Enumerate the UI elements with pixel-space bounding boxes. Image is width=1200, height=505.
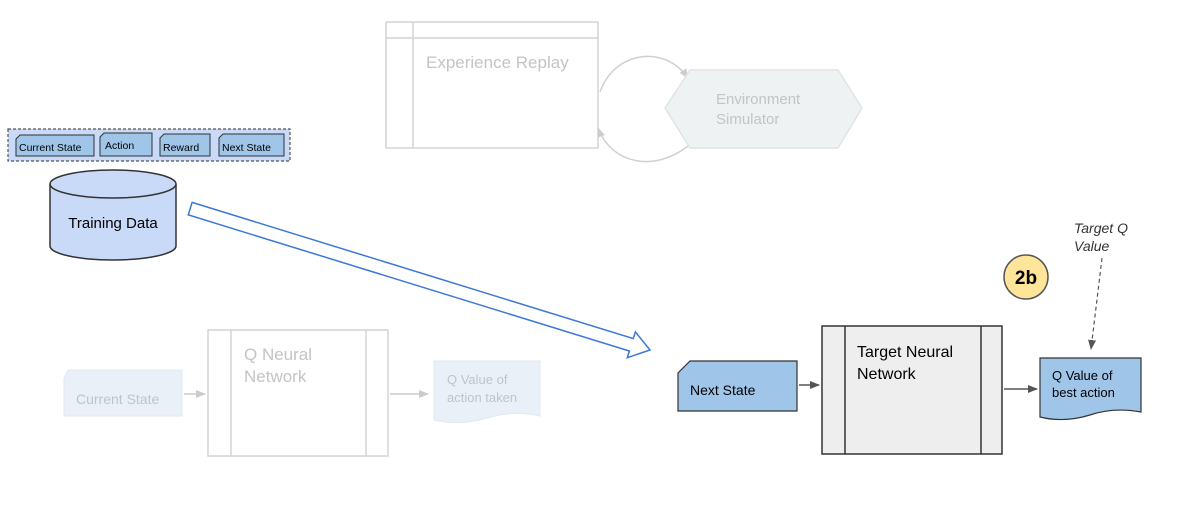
q-value-best-action-line2: best action <box>1052 385 1115 400</box>
annotation-arrow <box>1088 257 1103 350</box>
q-value-best-action-line1: Q Value of <box>1052 368 1113 383</box>
q-value-best-action: Q Value of best action <box>1039 357 1142 421</box>
step-badge: 2b <box>1003 254 1049 300</box>
tuple-field-next-state: Next State <box>218 133 285 157</box>
faded-current-state-label: Current State <box>76 391 159 407</box>
faded-current-state: Current State <box>63 369 183 417</box>
target-neural-network-line1: Target Neural <box>857 344 953 361</box>
environment-simulator-line2: Simulator <box>716 111 779 128</box>
annotation-line2: Value <box>1074 238 1110 254</box>
replay-to-simulator-arrow <box>599 55 689 93</box>
faded-q-value-line2: action taken <box>447 390 517 405</box>
tuple-field-label: Current State <box>19 142 82 154</box>
experience-replay-label: Experience Replay <box>426 53 569 72</box>
tuple-field-reward: Reward <box>159 133 211 157</box>
tuple-field-current-state: Current State <box>15 134 95 157</box>
step-badge-label: 2b <box>1015 268 1037 289</box>
annotation-line1: Target Q <box>1074 220 1128 236</box>
tuple-field-label: Next State <box>222 142 271 154</box>
environment-simulator-line1: Environment <box>716 91 801 108</box>
q-neural-network: Q Neural Network <box>207 329 389 457</box>
training-data-cylinder: Training Data <box>49 169 177 261</box>
q-neural-network-line2: Network <box>244 367 307 386</box>
training-tuple: Current State Action Reward Next State <box>7 128 291 162</box>
tuple-field-action: Action <box>99 132 153 157</box>
training-data-label: Training Data <box>68 215 158 232</box>
data-flow-arrow <box>187 201 652 359</box>
target-q-annotation: Target Q Value <box>1074 220 1128 254</box>
faded-q-value-output: Q Value of action taken <box>433 360 541 424</box>
q-neural-network-line1: Q Neural <box>244 345 312 364</box>
experience-replay-box: Experience Replay <box>385 21 599 149</box>
tuple-field-label: Reward <box>163 142 199 154</box>
faded-q-value-line1: Q Value of <box>447 372 508 387</box>
next-state-input: Next State <box>677 360 798 412</box>
environment-simulator: Environment Simulator <box>664 69 863 149</box>
tuple-field-label: Action <box>105 140 134 152</box>
target-neural-network-line2: Network <box>857 366 917 383</box>
next-state-label: Next State <box>690 382 756 398</box>
target-neural-network: Target Neural Network <box>821 325 1003 455</box>
simulator-to-replay-arrow <box>597 127 689 163</box>
